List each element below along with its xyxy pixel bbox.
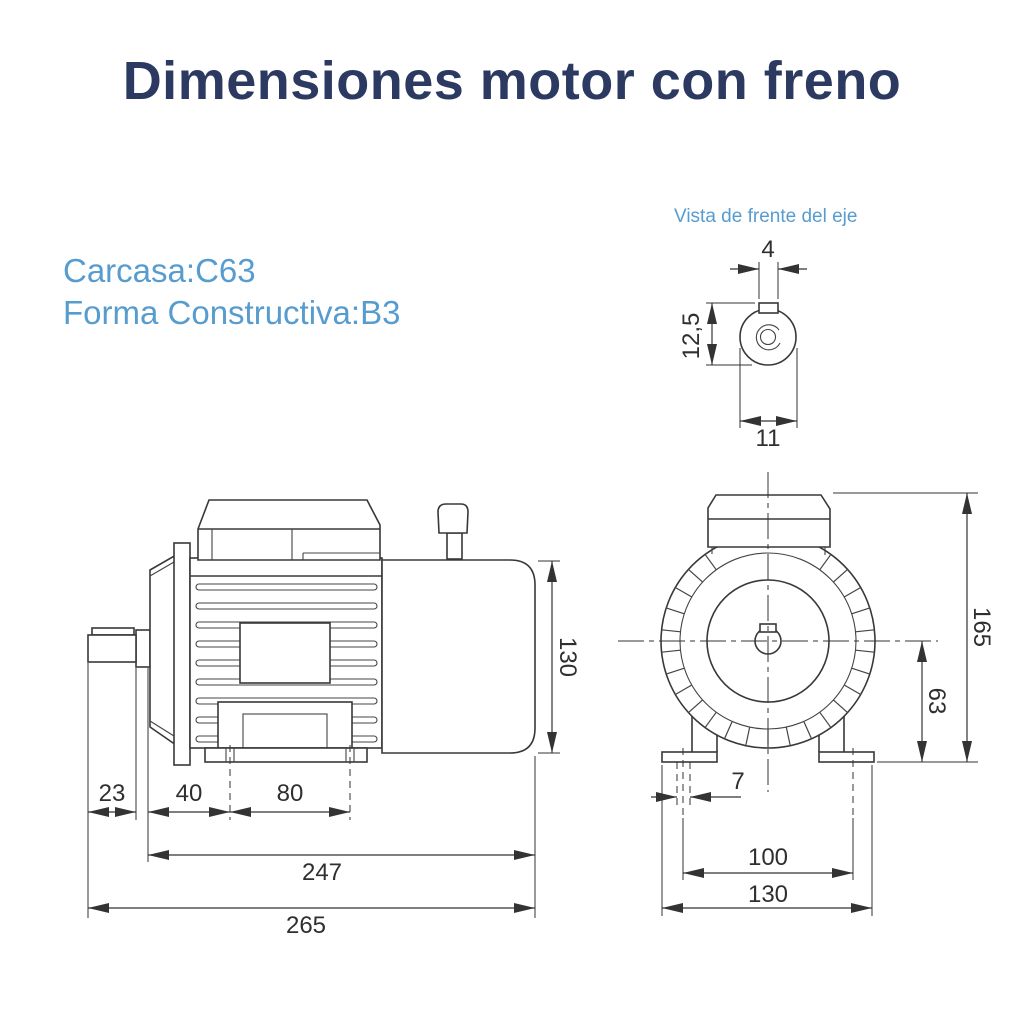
dim-shaft-diameter: 11	[756, 425, 781, 452]
mounting-foot-side	[204, 747, 368, 763]
dim-overall-height: 165	[968, 607, 995, 647]
flange-plate	[173, 542, 191, 766]
dim-shaft-length: 23	[99, 780, 126, 807]
brake-housing	[381, 559, 536, 754]
spec-housing: Carcasa:C63	[63, 250, 400, 292]
shaft	[87, 634, 137, 663]
spec-housing-label: Carcasa:	[63, 252, 196, 289]
dim-shaft-center-height: 63	[923, 688, 950, 715]
cable-gland-stem	[446, 532, 463, 560]
shaft-shoulder	[135, 629, 151, 668]
keyway	[758, 302, 779, 314]
nameplate	[217, 701, 353, 749]
spec-mounting-value: B3	[360, 294, 401, 331]
shaft-front-view: Vista de frente del eje 4 12,5 11	[674, 206, 857, 452]
page-title: Dimensiones motor con freno	[122, 51, 902, 111]
dim-shaft-to-foot-hole: 40	[176, 780, 203, 807]
dim-body-length: 247	[302, 859, 342, 886]
shaft-key	[91, 627, 135, 636]
cable-gland-cap	[437, 503, 469, 534]
spec-mounting-label: Forma Constructiva:	[63, 294, 361, 331]
spec-mounting: Forma Constructiva:B3	[63, 292, 400, 334]
dim-foot-overall-width: 130	[748, 881, 788, 908]
spec-housing-value: C63	[195, 252, 256, 289]
terminal-box-front	[707, 494, 831, 548]
dim-key-depth: 12,5	[678, 313, 705, 360]
motor-side-view: 23 40 80 247 265 130	[87, 499, 581, 939]
dim-overall-length: 265	[286, 912, 326, 939]
shaft-end-circle	[739, 308, 797, 366]
dim-key-width: 4	[761, 236, 774, 263]
dim-foot-hole-spacing-front: 100	[748, 844, 788, 871]
terminal-box-side	[197, 499, 381, 561]
dim-foot-slot-width: 7	[731, 768, 744, 795]
shaft-bore-circle	[759, 328, 777, 346]
motor-front-view: 165 63 7 100 130	[618, 472, 995, 916]
dim-foot-hole-spacing-side: 80	[277, 780, 304, 807]
shaft-bore-arc	[755, 324, 781, 351]
spec-block: Carcasa:C63 Forma Constructiva:B3	[63, 250, 400, 334]
shaft-view-caption: Vista de frente del eje	[674, 206, 857, 227]
end-bell	[149, 553, 177, 747]
dim-brake-housing-height: 130	[554, 637, 581, 677]
junction-box	[239, 622, 331, 684]
